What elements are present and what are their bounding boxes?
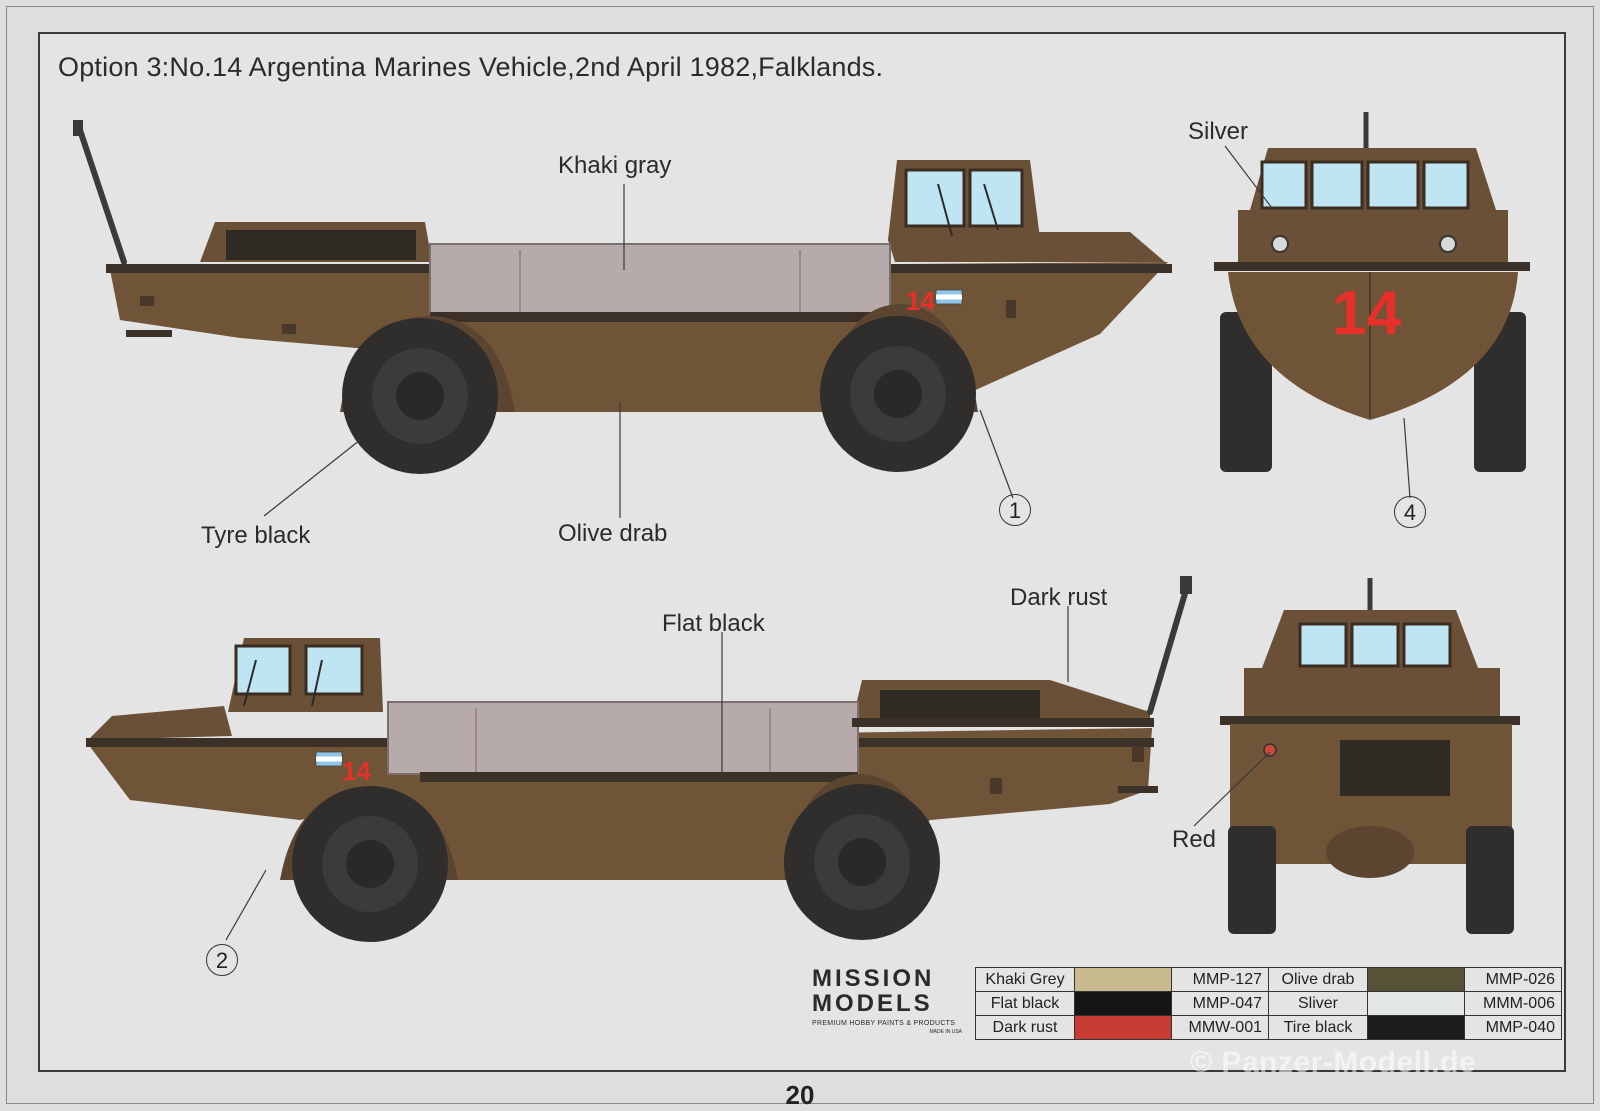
logo-line-2: MODELS [812,990,933,1017]
front-view: 14 [1214,112,1530,472]
paint-name: Tire black [1268,1015,1368,1040]
paint-code: MMP-026 [1464,967,1562,992]
paint-code: MMP-127 [1171,967,1269,992]
rear-view [1220,578,1520,934]
callout-olive-drab: Olive drab [558,520,668,547]
paint-name: Olive drab [1268,967,1368,992]
callout-tyre-black: Tyre black [201,522,311,549]
paint-swatch [1367,991,1465,1016]
option-title: Option 3:No.14 Argentina Marines Vehicle… [58,52,884,82]
marker-2: 2 [206,944,238,976]
paint-swatch [1367,1015,1465,1040]
marker-4: 4 [1394,496,1426,528]
page-outer-border [6,6,1594,1104]
callout-silver: Silver [1188,118,1249,145]
paint-name: Dark rust [975,1015,1075,1040]
side-number-marking-right: 14 [342,756,371,786]
logo-line-1: MISSION [812,965,935,992]
callout-dark-rust: Dark rust [1010,584,1108,611]
callout-flat-black: Flat black [662,610,765,637]
mission-models-logo: MISSION MODELS PREMIUM HOBBY PAINTS & PR… [812,966,962,1035]
paint-swatch [1074,967,1172,992]
logo-tagline: PREMIUM HOBBY PAINTS & PRODUCTS [812,1020,956,1027]
paint-code: MMP-040 [1464,1015,1562,1040]
paint-code: MMP-047 [1171,991,1269,1016]
page-number: 20 [785,1080,815,1110]
front-number-marking: 14 [1332,279,1401,348]
callout-khaki-gray: Khaki gray [558,152,672,179]
callout-red: Red [1172,826,1217,853]
paint-name: Khaki Grey [975,967,1075,992]
marker-1: 1 [999,494,1031,526]
leader-lines [225,145,1411,941]
paint-code: MMW-001 [1171,1015,1269,1040]
paint-swatch [1367,967,1465,992]
side-number-marking: 14 [906,286,935,316]
logo-made: MADE IN USA [929,1029,962,1035]
paint-swatch [1074,1015,1172,1040]
side-view-right: 14 [86,576,1192,942]
paint-name: Flat black [975,991,1075,1016]
side-view-left: 14 [73,120,1172,474]
watermark: © Panzer-Modell.de [1190,1046,1477,1079]
paint-swatch [1074,991,1172,1016]
paint-code: MMM-006 [1464,991,1562,1016]
paint-name: Sliver [1268,991,1368,1016]
